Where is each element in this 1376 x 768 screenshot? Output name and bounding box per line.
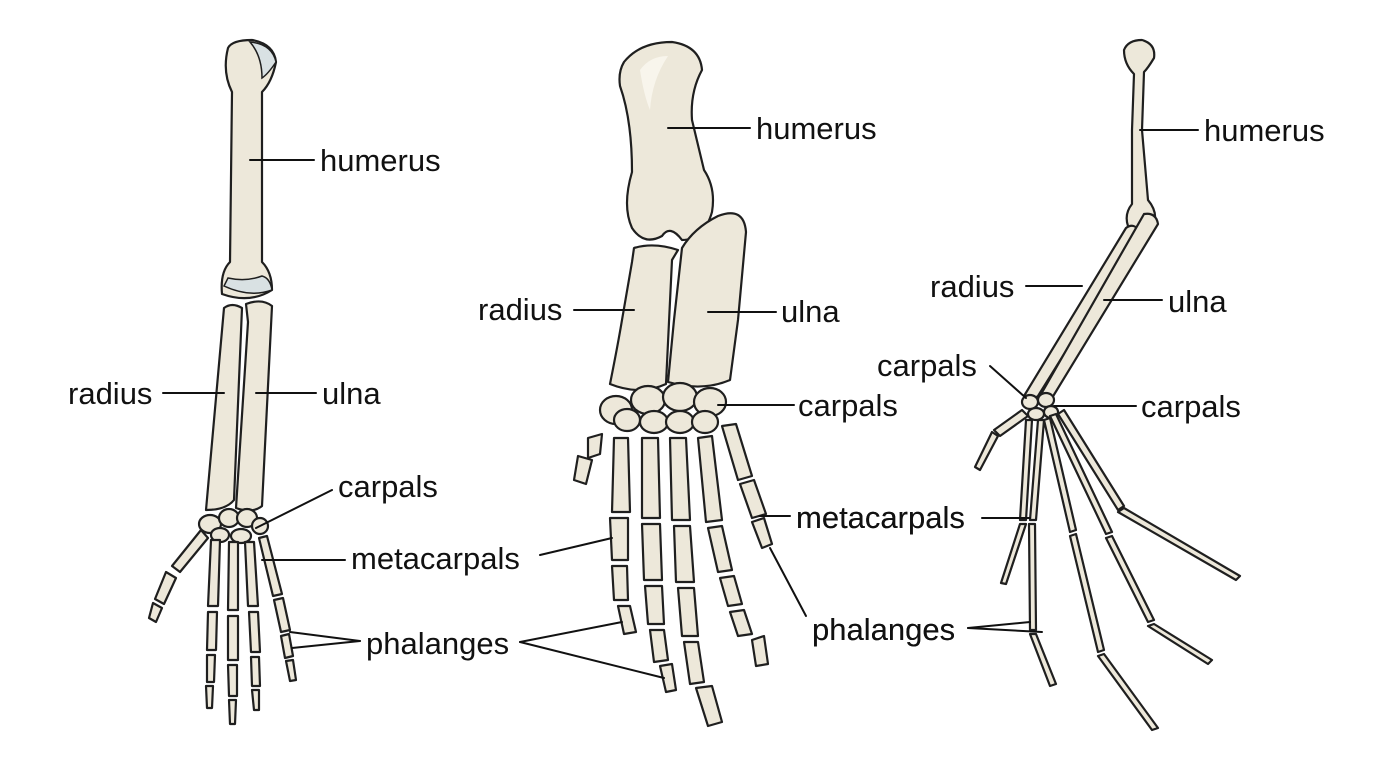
- limb-3-leader-lines: [967, 129, 1199, 633]
- limb-3-metacarpals: [992, 408, 1114, 536]
- limb-1-phalanges-label: phalanges: [366, 626, 509, 661]
- limb-2-ulna-label: ulna: [781, 294, 840, 329]
- limb-1-carpals: [197, 507, 270, 545]
- limb-2-carpals: [598, 381, 728, 435]
- limb-2-metacarpals-label: metacarpals: [796, 500, 965, 535]
- limb-1-humerus-label: humerus: [320, 143, 441, 178]
- limb-3-ulna-label: ulna: [1168, 284, 1227, 319]
- limb-3-phalanges: [973, 408, 1242, 732]
- limb-1-carpals-label: carpals: [338, 469, 438, 504]
- limb-1: humerus radius ulna carpals metacarpals …: [68, 38, 520, 726]
- limb-2-humerus: [618, 40, 715, 242]
- limb-1-humerus: [220, 38, 278, 300]
- limb-3-humerus: [1122, 38, 1157, 232]
- limb-3-ulna: [1038, 212, 1160, 402]
- limb-1-metacarpals: [170, 528, 284, 612]
- limb-3: humerus radius ulna carpals carpals meta…: [796, 38, 1325, 732]
- limb-2-radius: [608, 244, 680, 392]
- limb-1-ulna-label: ulna: [322, 376, 381, 411]
- limb-2-ulna: [666, 212, 748, 388]
- limb-3-phalanges-label: phalanges: [812, 612, 955, 647]
- limb-2-phalanges-label: phalanges: [812, 612, 955, 647]
- limb-2: humerus radius ulna carpals metacarpals …: [478, 40, 965, 728]
- limb-1-ulna: [234, 300, 274, 512]
- limb-2-phalanges: [572, 454, 774, 728]
- limb-2-metacarpals: [586, 422, 754, 524]
- limb-2-leader-lines: [519, 127, 807, 679]
- limb-3-metacarpals-label: metacarpals: [796, 500, 965, 535]
- limb-3-carpals-right-label: carpals: [1141, 389, 1241, 424]
- limb-1-phalanges: [147, 570, 298, 726]
- limb-1-leader-lines: [162, 159, 361, 649]
- limb-3-humerus-label: humerus: [1204, 113, 1325, 148]
- limb-3-radius-label: radius: [930, 269, 1014, 304]
- limb-1-radius-label: radius: [68, 376, 152, 411]
- limb-1-radius: [204, 303, 244, 512]
- limb-2-carpals-label: carpals: [798, 388, 898, 423]
- limb-2-radius-label: radius: [478, 292, 562, 327]
- limb-3-carpals-upper-label: carpals: [877, 348, 977, 383]
- limb-2-humerus-label: humerus: [756, 111, 877, 146]
- limb-1-metacarpals-label: metacarpals: [351, 541, 520, 576]
